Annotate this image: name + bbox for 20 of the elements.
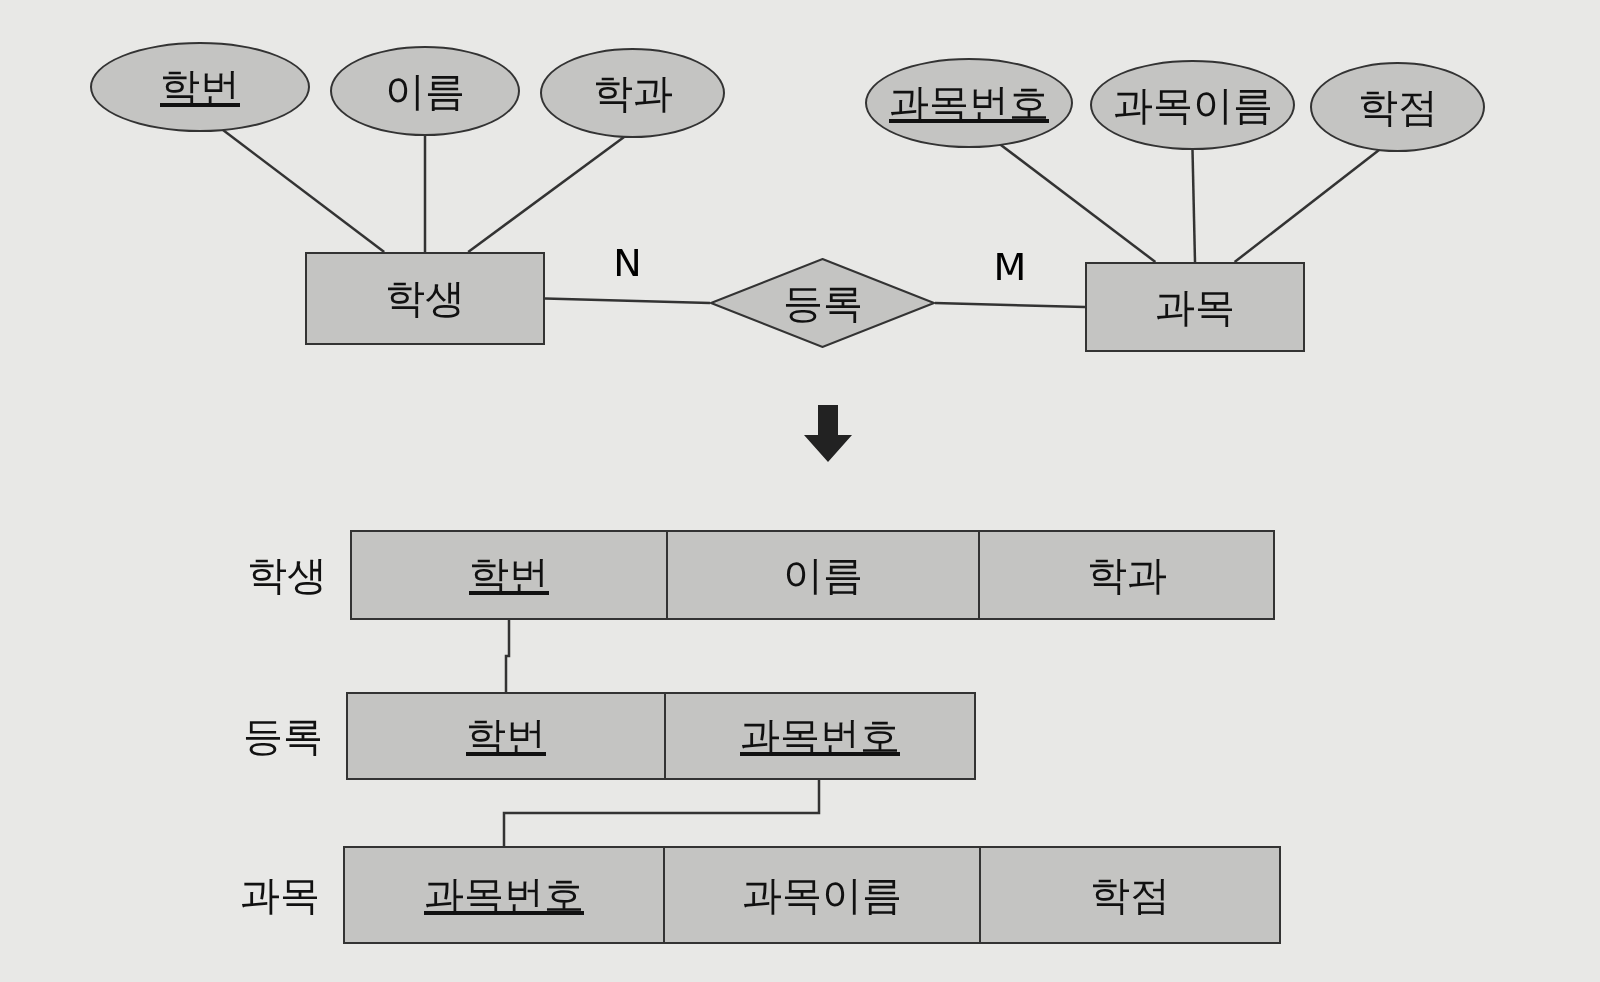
relationship-diamond (710, 258, 935, 348)
connector-line (934, 301, 1086, 309)
attribute-ellipse: 이름 (330, 46, 520, 136)
connector-line (504, 618, 511, 694)
attribute-ellipse: 과목이름 (1090, 60, 1295, 150)
relationship-label: 등록 (782, 278, 863, 328)
attribute-ellipse: 학과 (540, 48, 725, 138)
attribute-ellipse: 학번 (90, 42, 310, 132)
entity-box: 학생 (305, 252, 545, 345)
connector-line (544, 297, 711, 305)
connector-line (1191, 149, 1197, 263)
connector-line (502, 778, 821, 848)
row-label: 학생 (247, 550, 327, 600)
entity-box: 과목 (1085, 262, 1305, 352)
row-label: 등록 (243, 711, 323, 761)
attribute-ellipse: 학점 (1310, 62, 1485, 152)
attribute-ellipse: 과목번호 (865, 58, 1073, 148)
connector-line (467, 135, 626, 253)
connector-line (423, 136, 427, 252)
row-label: 과목 (240, 870, 320, 920)
